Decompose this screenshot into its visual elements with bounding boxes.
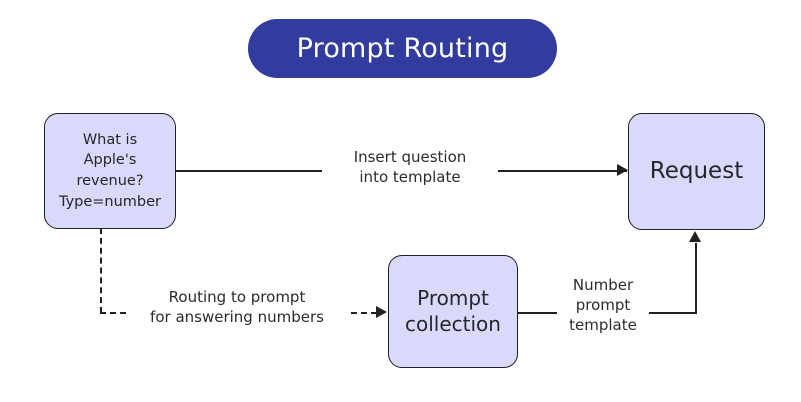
diagram-title-pill: Prompt Routing bbox=[248, 19, 557, 78]
edge-label-insert-question-into-template: Insert question into template bbox=[322, 148, 498, 188]
edge-collection-to-request-vertical bbox=[695, 243, 697, 314]
node-request-label: Request bbox=[649, 157, 744, 184]
edge-question-to-collection-arrowhead bbox=[376, 305, 387, 318]
edge-collection-to-request-arrowhead bbox=[688, 231, 701, 242]
page-title: Prompt Routing bbox=[296, 33, 509, 64]
edge-label-routing-to-prompt: Routing to prompt for answering numbers bbox=[126, 288, 348, 328]
edge-label-number-prompt-template: Number prompt template bbox=[557, 276, 649, 336]
edge-question-to-request-arrowhead bbox=[617, 163, 628, 176]
node-prompt-collection-box[interactable]: Prompt collection bbox=[388, 255, 518, 368]
node-request-box[interactable]: Request bbox=[628, 113, 765, 230]
edge-question-to-collection-vertical bbox=[100, 228, 102, 313]
node-question-label: What is Apple's revenue? Type=number bbox=[58, 131, 162, 210]
node-question-box[interactable]: What is Apple's revenue? Type=number bbox=[44, 113, 176, 229]
node-prompt-collection-label: Prompt collection bbox=[405, 285, 501, 336]
